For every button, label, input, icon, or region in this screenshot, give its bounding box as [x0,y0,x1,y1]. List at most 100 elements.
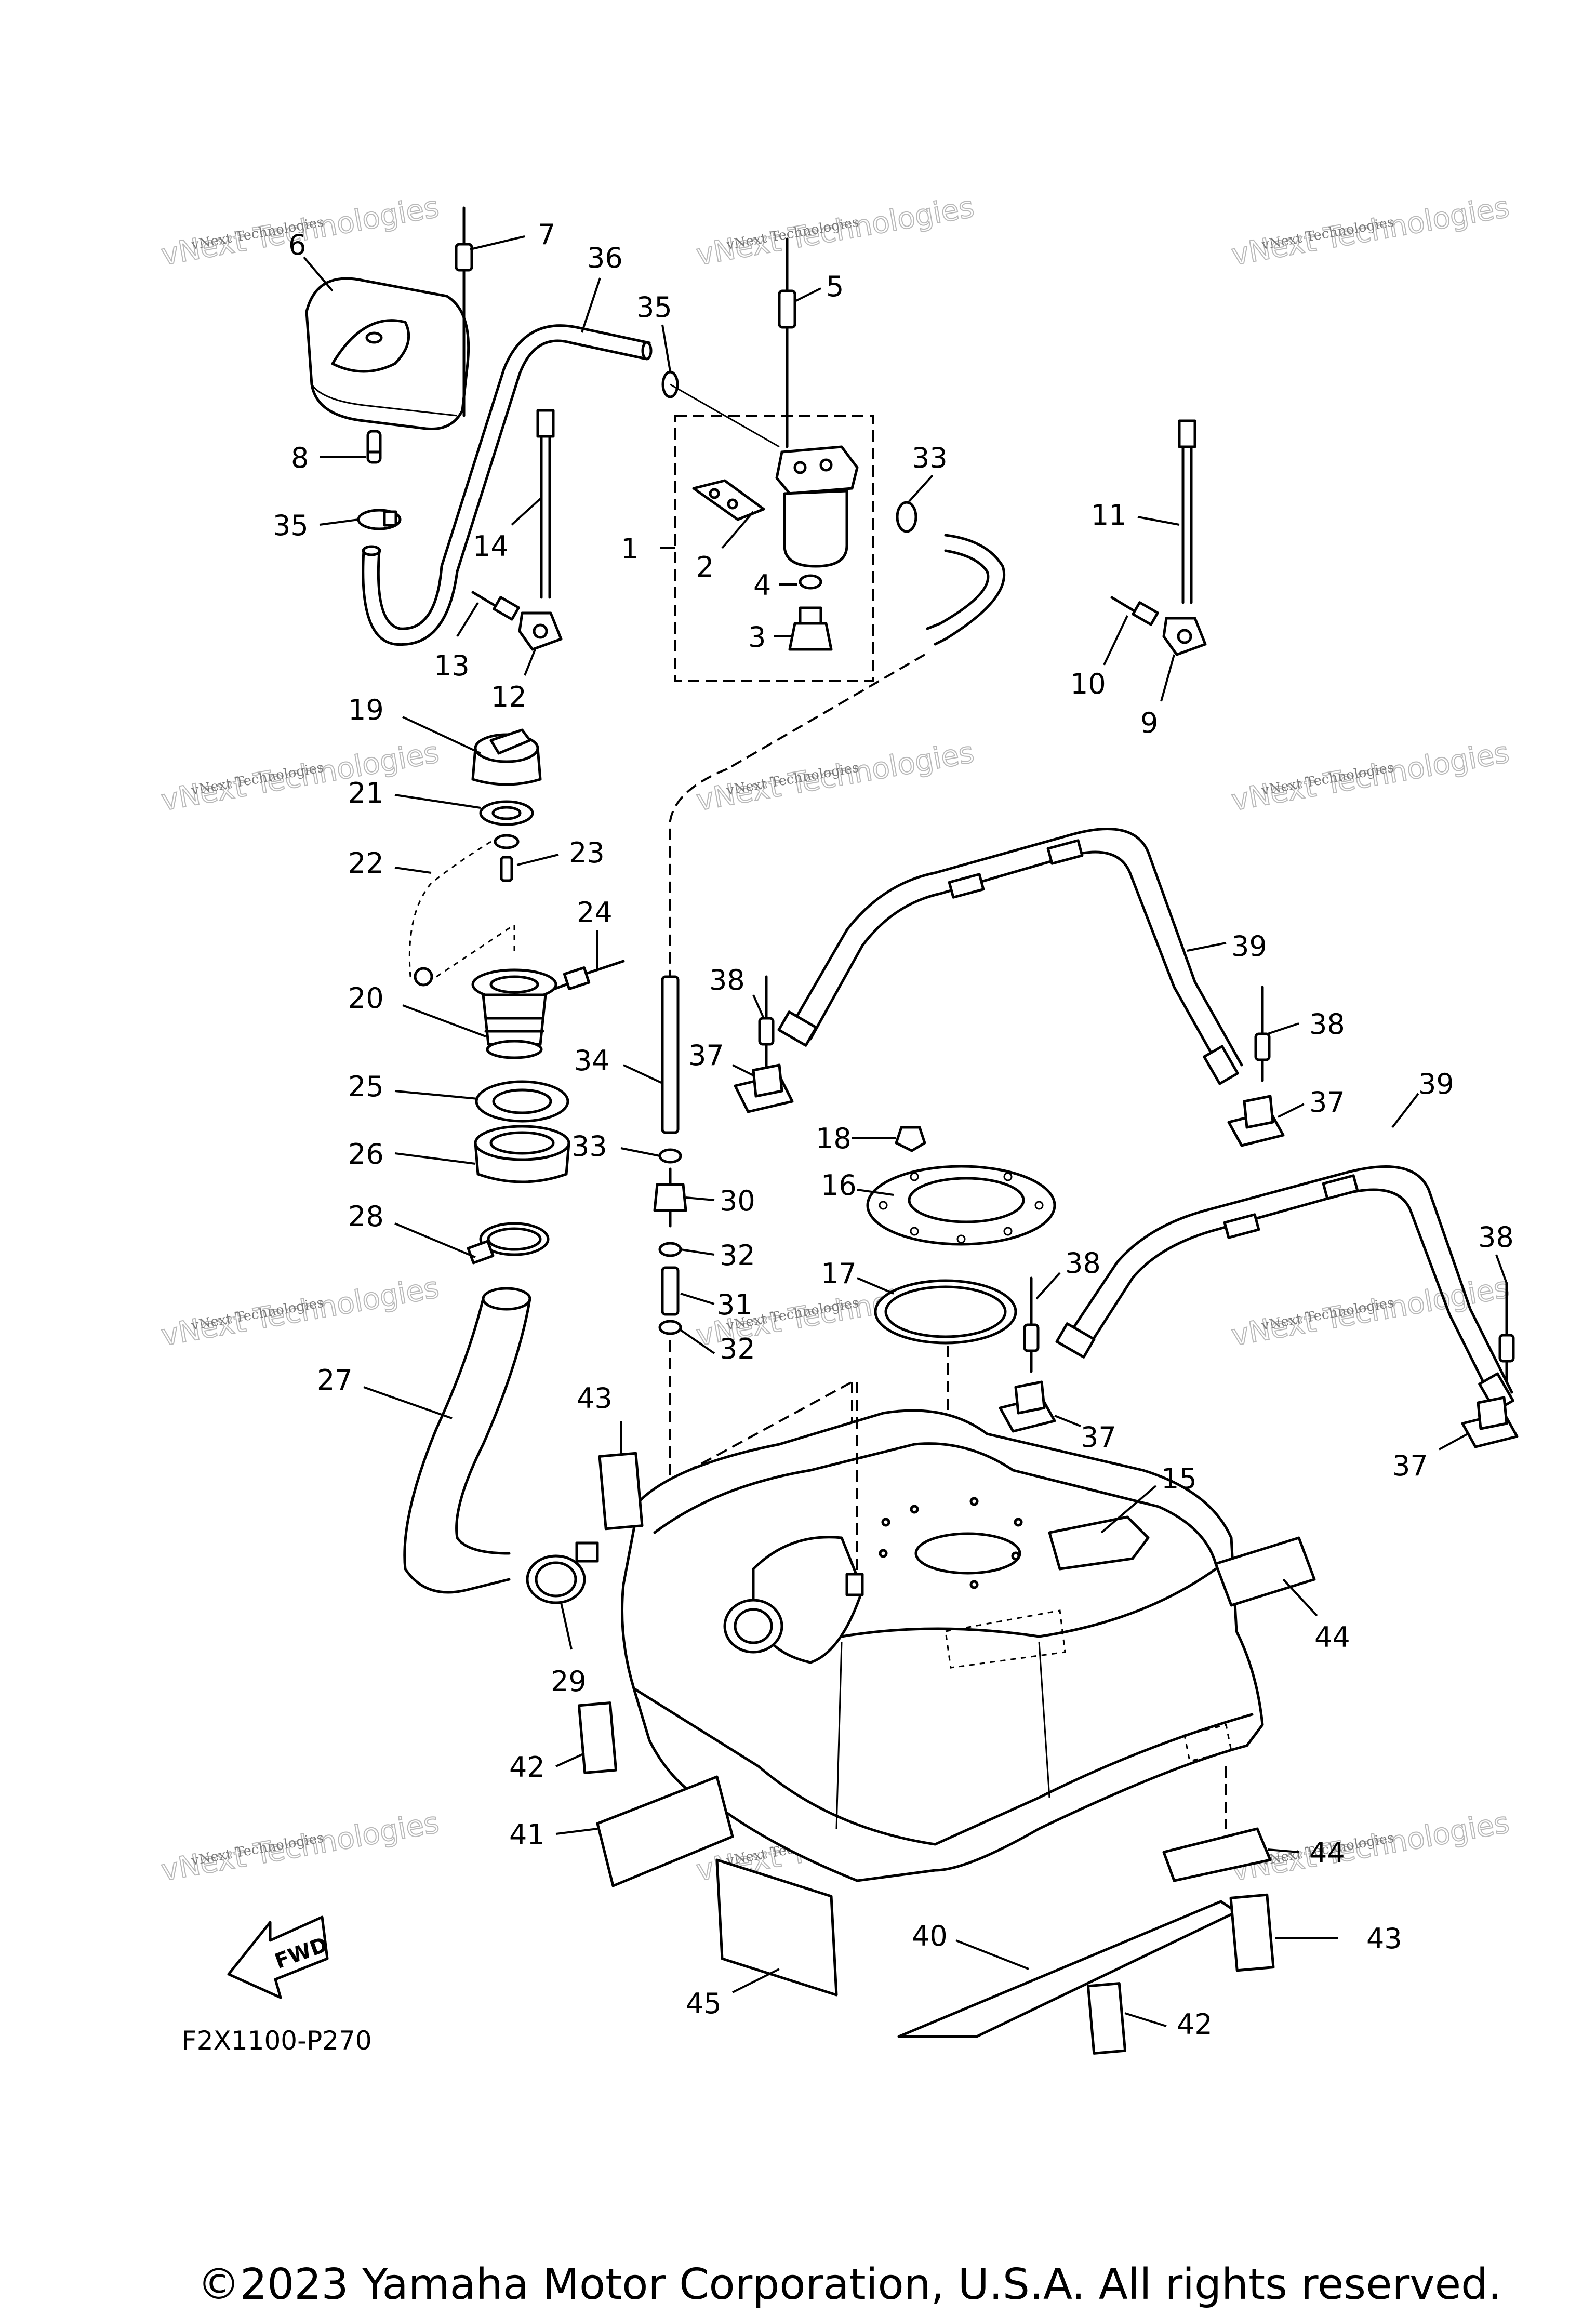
callout-label: 10 [1070,668,1106,700]
part-tie-11 [1178,419,1196,604]
part-clamp-33b [658,1148,682,1164]
callout-label: 42 [1177,2008,1213,2041]
part-fuel-tank-15 [621,1382,1264,1882]
watermark: vNext Technologies vNext Technologies [1229,190,1512,273]
callout-label: 25 [348,1070,384,1103]
callout-label: 29 [551,1665,587,1698]
callout-label: 26 [348,1138,384,1170]
callout-label: 3 [748,621,766,654]
callout-label: 42 [509,1751,545,1784]
callout-label: 38 [709,964,745,996]
part-pad-41 [596,1775,734,1887]
part-filler-neck-20 [471,968,557,1059]
callout-label: 14 [473,530,509,563]
callout-label: 11 [1091,499,1127,531]
part-filter-assembly-1 [674,415,874,682]
callout-label: 18 [816,1122,852,1155]
part-clamp-29 [526,1541,599,1604]
part-hose-36 [362,324,653,646]
callout-label: 43 [1366,1922,1402,1955]
part-pad-44a [1214,1536,1316,1607]
callout-label: 7 [538,218,555,251]
callout-label: 1 [621,533,639,565]
callout-label: 38 [1309,1008,1345,1041]
callout-label: 24 [577,896,613,929]
callout-label: 43 [577,1382,613,1415]
watermark: vNext Technologies vNext Technologies [1229,1805,1512,1888]
callout-label: 41 [509,1818,545,1851]
part-pad-42a [577,1701,618,1774]
part-pad-43a [598,1452,644,1531]
callout-label: 33 [571,1130,607,1163]
part-hose-filter-outlet [669,534,1006,977]
part-bracket-37c [999,1380,1056,1433]
part-nut-26 [474,1125,570,1183]
callout-label: 23 [569,836,605,869]
callout-label: 38 [1478,1221,1514,1254]
part-clamp-35 [357,509,402,530]
callout-label: 44 [1309,1837,1345,1869]
part-clamp-32a [658,1242,682,1257]
watermark: vNext Technologies vNext Technologies [158,1270,442,1353]
callout-label: 13 [434,649,470,682]
part-hose-27 [403,1287,531,1594]
part-screw-13 [471,591,520,621]
part-pin-8 [366,430,382,464]
callout-label: 37 [1392,1449,1428,1482]
part-gasket-25 [475,1080,569,1123]
callout-label: 38 [1065,1247,1101,1280]
part-rivet-38b [1254,986,1271,1082]
part-screw-23 [494,834,520,882]
callout-label: 39 [1231,930,1267,963]
callout-label: 5 [826,270,844,303]
callout-label: 39 [1418,1068,1454,1100]
part-cover [305,277,470,431]
part-rivet-38d [1498,1282,1515,1383]
part-clamp-28 [467,1222,550,1265]
watermark: vNext Technologies vNext Technologies [694,190,977,273]
callout-label: 19 [348,694,384,726]
callout-label: 45 [686,1987,722,2020]
callout-label: 32 [720,1239,755,1272]
diagram-code: F2X1100-P270 [182,2026,372,2056]
part-clamp-35b [661,370,780,448]
callout-label: 37 [688,1039,724,1072]
watermark: vNext Technologies vNext Technologies [1229,735,1512,818]
watermark: vNext Technologies vNext Technologies [1229,1270,1512,1353]
callout-label: 31 [717,1288,753,1321]
callout-label: 36 [587,242,623,274]
callout-label: 34 [574,1044,610,1077]
part-bracket-37d [1461,1396,1519,1448]
callout-label: 17 [821,1257,857,1290]
part-valve-30 [653,1167,687,1228]
part-rivet-7 [455,206,473,417]
callout-label: 2 [696,551,714,583]
part-hose-34 [661,975,680,1134]
callout-label: 30 [720,1185,755,1217]
callout-group: 1 2 3 4 5 6 7 8 9 10 11 12 13 14 15 16 1… [273,218,1514,2041]
part-hose-31 [661,1266,680,1316]
part-rivet-38a [758,975,775,1072]
part-bracket-37b [1227,1095,1285,1147]
callout-label: 35 [273,509,309,542]
part-clip-12 [518,611,563,651]
callout-label: 16 [821,1169,857,1202]
watermark: vNext Technologies vNext Technologies [694,735,977,818]
part-gasket-21 [479,800,534,826]
callout-label: 33 [912,442,948,474]
part-clip-9 [1162,617,1207,656]
callout-label: 6 [288,229,306,261]
callout-label: 21 [348,777,384,809]
fwd-arrow-icon: FWD [227,1915,331,1999]
part-pad-42b [1086,1982,1127,2055]
part-strap-39-lower [1055,1165,1514,1413]
part-strap-39-upper [777,827,1243,1085]
part-pad-43b [1229,1893,1275,1972]
part-screw-10 [1110,596,1159,626]
watermark: vNext Technologies vNext Technologies [158,735,442,818]
watermark: vNext Technologies vNext Technologies [158,1805,442,1888]
part-clamp-33 [896,501,917,533]
part-pad-45 [715,1858,838,1997]
callout-label: 9 [1140,707,1158,739]
